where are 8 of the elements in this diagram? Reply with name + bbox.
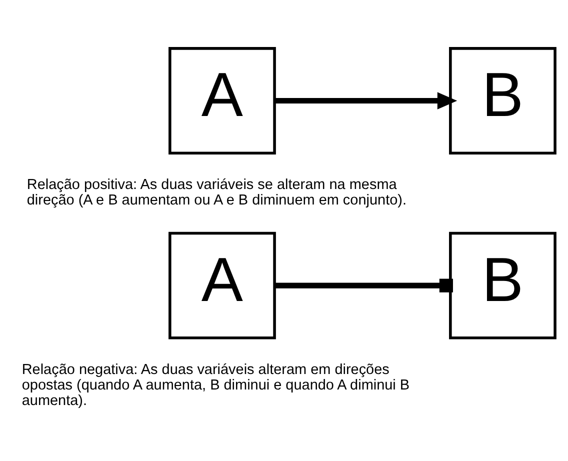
arrow — [274, 92, 458, 109]
label: Relação negativa: As duas variáveis alteram em direções opostas (quando A aumenta, B diminui e quando A diminui B aumenta). — [22, 361, 410, 409]
label: Relação positiva: As duas variáveis se alteram na mesma direção (A e B aumentam ou A e B diminuem em conjunto). — [26, 176, 406, 208]
node-box: B — [449, 231, 556, 339]
node-box: A — [168, 231, 276, 339]
node-box: A — [168, 46, 276, 154]
connector — [274, 278, 453, 292]
node-box: B — [449, 46, 556, 154]
